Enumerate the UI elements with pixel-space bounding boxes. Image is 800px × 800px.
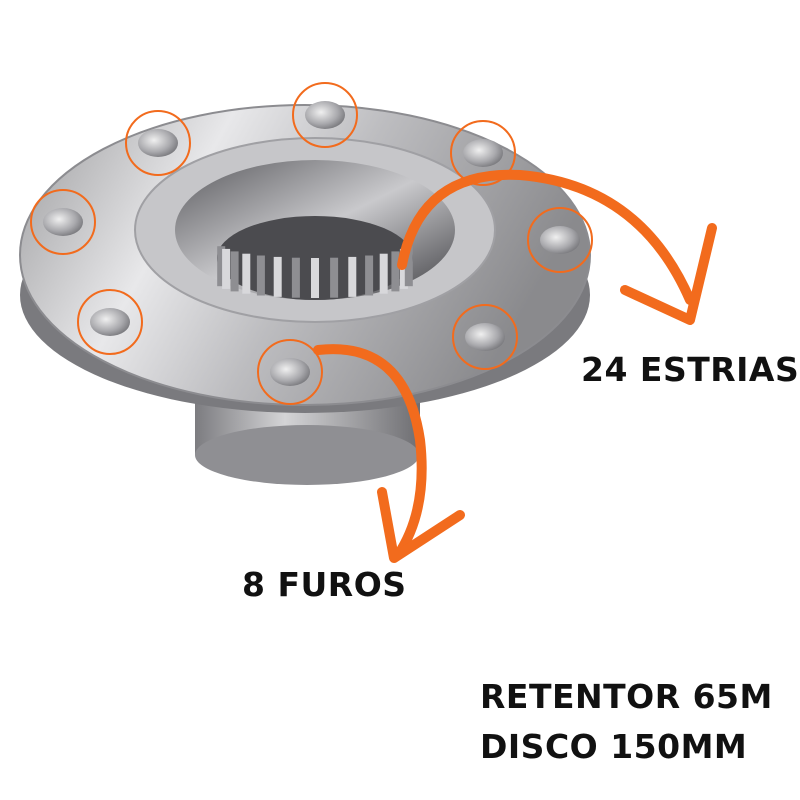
spline-tooth <box>391 251 400 292</box>
bolt-hole <box>257 339 323 405</box>
spline-tooth <box>256 255 265 296</box>
hub-shaft <box>195 395 420 485</box>
seal-spec-label: RETENTOR 65M <box>480 677 773 716</box>
splines-count-label: 24 ESTRIAS <box>581 350 800 389</box>
bolt-hole <box>125 110 191 176</box>
bolt-hole <box>527 207 593 273</box>
spline-tooth <box>242 253 251 294</box>
bolt-hole <box>452 304 518 370</box>
holes-count-label: 8 FUROS <box>242 565 407 604</box>
spline-tooth <box>330 257 339 298</box>
spline-tooth <box>379 253 388 294</box>
bolt-hole <box>450 120 516 186</box>
spline-tooth <box>348 256 357 297</box>
splines-arrow <box>397 169 717 325</box>
spline-tooth <box>404 246 413 287</box>
spline-tooth <box>230 251 239 292</box>
bolt-holes <box>30 82 593 405</box>
spline-tooth <box>273 256 282 297</box>
bolt-hole <box>292 82 358 148</box>
disc-spec-label: DISCO 150MM <box>480 727 748 766</box>
bolt-hole <box>77 289 143 355</box>
spline-tooth <box>217 246 226 287</box>
bolt-hole <box>30 189 96 255</box>
spline-tooth <box>311 258 319 298</box>
spline-tooth <box>365 255 374 296</box>
spline-tooth <box>222 248 231 289</box>
holes-arrow <box>313 344 465 563</box>
spec-block: RETENTOR 65M DISCO 150MM <box>480 672 773 772</box>
spline-tooth <box>291 257 300 298</box>
